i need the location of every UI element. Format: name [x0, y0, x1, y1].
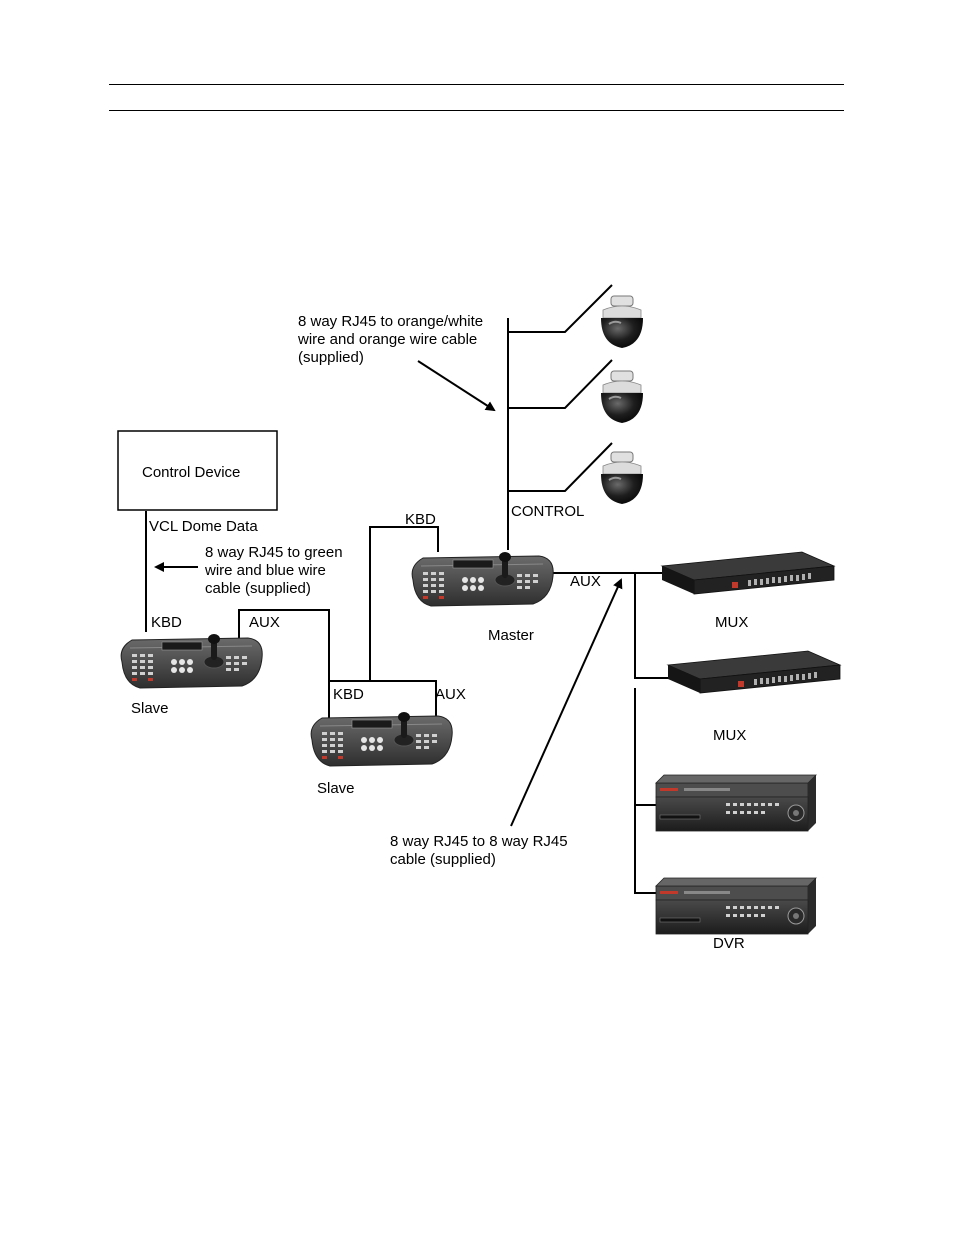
slave-keyboard-1 — [121, 634, 262, 688]
slave-1-kbd-label: KBD — [151, 614, 182, 631]
orange-cable-note-line-1: 8 way RJ45 to orange/white — [298, 313, 483, 330]
slave-1-aux-label: AUX — [249, 614, 280, 631]
control-device-label: Control Device — [142, 464, 240, 481]
mux-unit-2 — [668, 651, 840, 693]
dome-camera-3 — [601, 452, 643, 504]
slave-2-aux-label: AUX — [435, 686, 466, 703]
slave-2-label: Slave — [317, 780, 355, 797]
orange-cable-note-line-3: (supplied) — [298, 349, 364, 366]
slave-keyboard-2 — [311, 712, 452, 766]
master-aux-label: AUX — [570, 573, 601, 590]
dome-camera-1 — [601, 296, 643, 348]
green-cable-note-line-2: wire and blue wire — [204, 562, 326, 579]
dome-camera-2 — [601, 371, 643, 423]
arrow-orange-cable — [418, 361, 494, 410]
dvr-unit-1 — [656, 775, 816, 831]
vcl-dome-data-label: VCL Dome Data — [149, 518, 258, 535]
mux-2-label: MUX — [713, 727, 746, 744]
arrow-rj45-cable — [511, 580, 621, 826]
rj45-cable-note-line-1: 8 way RJ45 to 8 way RJ45 — [390, 833, 568, 850]
dvr-label: DVR — [713, 935, 745, 952]
master-label: Master — [488, 627, 534, 644]
orange-cable-note-line-2: wire and orange wire cable — [297, 331, 477, 348]
rj45-cable-note-line-2: cable (supplied) — [390, 851, 496, 868]
green-cable-note-line-3: cable (supplied) — [205, 580, 311, 597]
master-kbd-label: KBD — [405, 511, 436, 528]
mux-unit-1 — [662, 552, 834, 594]
master-keyboard — [412, 552, 553, 606]
slave-2-kbd-label: KBD — [333, 686, 364, 703]
dvr-unit-2 — [656, 878, 816, 934]
slave-1-label: Slave — [131, 700, 169, 717]
control-port-label: CONTROL — [511, 503, 584, 520]
mux-1-label: MUX — [715, 614, 748, 631]
green-cable-note-line-1: 8 way RJ45 to green — [205, 544, 343, 561]
